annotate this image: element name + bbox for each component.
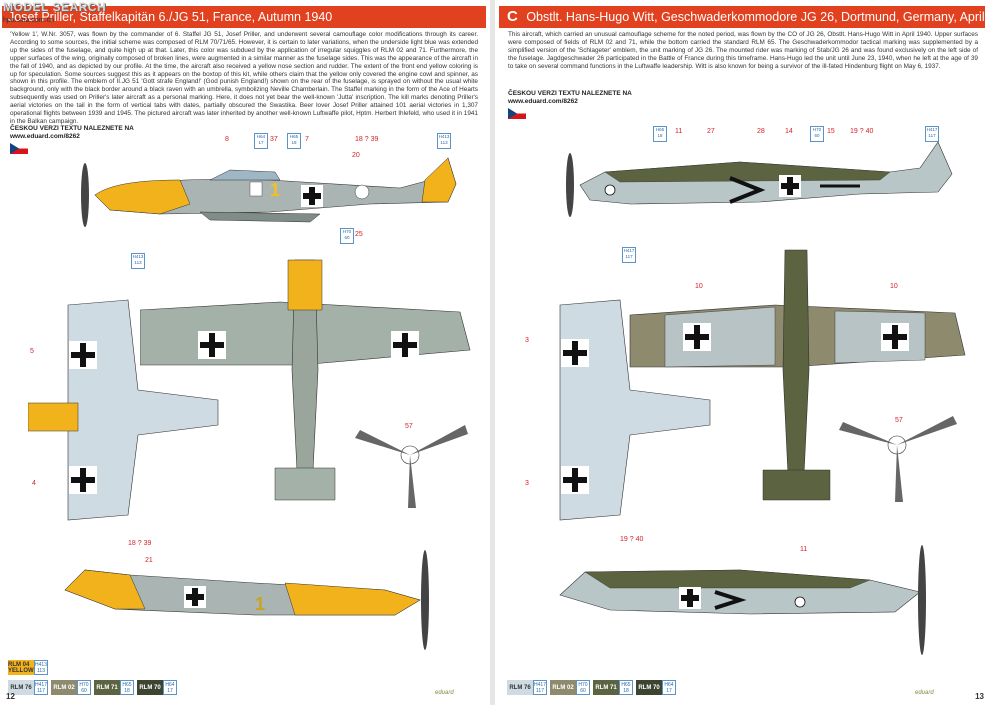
callout-3-top: 3 bbox=[525, 337, 529, 344]
right-page: C Obstlt. Hans-Hugo Witt, Geschwaderkomm… bbox=[495, 0, 990, 705]
left-side-profile: 1 bbox=[81, 157, 457, 227]
left-description: 'Yellow 1', W.Nr. 3057, was flown by the… bbox=[10, 31, 478, 125]
right-side-profile bbox=[566, 141, 953, 217]
right-side-profile-2 bbox=[559, 545, 926, 655]
left-page-number: 12 bbox=[6, 692, 15, 701]
eduard-logo: eduard bbox=[915, 690, 934, 696]
callout-10-left: 10 bbox=[695, 283, 703, 290]
callout-14: 14 bbox=[785, 128, 793, 135]
left-propeller-view bbox=[355, 425, 468, 508]
page-gutter bbox=[490, 0, 495, 705]
right-page-number: 13 bbox=[975, 692, 984, 701]
czech-text-line: ČESKOU VERZI TEXTU NALEZNETE NA bbox=[508, 90, 632, 97]
right-top-view bbox=[629, 249, 966, 501]
right-underside-view bbox=[559, 299, 711, 521]
left-profile-title: Josef Priller, Staffelkapitän 6./JG 51, … bbox=[8, 10, 333, 24]
callout-57: 57 bbox=[405, 423, 413, 430]
callout-57-right: 57 bbox=[895, 417, 903, 424]
watermark-brand: MODEL SEARCH bbox=[3, 0, 107, 14]
eduard-logo: eduard bbox=[435, 690, 454, 696]
callout-20: 20 bbox=[352, 152, 360, 159]
right-czech-link[interactable]: ČESKOU VERZI TEXTU NALEZNETE NA www.edua… bbox=[508, 90, 632, 106]
callout-5: 5 bbox=[30, 348, 34, 355]
callout-8: 8 bbox=[225, 136, 229, 143]
watermark-site: hpa.sina.com.cn bbox=[3, 17, 54, 24]
callout-18-39: 18 ? 39 bbox=[355, 136, 379, 143]
czech-text-line: ČESKOU VERZI TEXTU NALEZNETE NA bbox=[10, 125, 134, 132]
callout-7: 7 bbox=[305, 136, 309, 143]
callout-21: 21 bbox=[145, 557, 153, 564]
callout-25: 25 bbox=[355, 231, 363, 238]
left-top-view bbox=[140, 259, 471, 501]
callout-10-right: 10 bbox=[890, 283, 898, 290]
czech-flag-icon bbox=[508, 108, 526, 119]
svg-text:1: 1 bbox=[255, 594, 265, 614]
callout-18-39-lower: 18 ? 39 bbox=[128, 540, 152, 547]
left-side-profile-2: 1 bbox=[64, 550, 429, 650]
right-propeller-view bbox=[839, 416, 957, 502]
callout-37: 37 bbox=[270, 136, 278, 143]
callout-4: 4 bbox=[32, 480, 36, 487]
czech-flag-icon bbox=[10, 143, 28, 154]
left-underside-view bbox=[28, 299, 219, 521]
callout-19-40: 19 ? 40 bbox=[850, 128, 874, 135]
callout-19-40-lower: 19 ? 40 bbox=[620, 536, 644, 543]
czech-url: www.eduard.com/8262 bbox=[10, 133, 80, 140]
right-description: This aircraft, which carried an unusual … bbox=[508, 31, 978, 70]
left-page: Josef Priller, Staffelkapitän 6./JG 51, … bbox=[0, 0, 490, 705]
callout-15: 15 bbox=[827, 128, 835, 135]
left-page-header: Josef Priller, Staffelkapitän 6./JG 51, … bbox=[2, 6, 486, 28]
czech-url: www.eduard.com/8262 bbox=[508, 98, 578, 105]
callout-11-lower: 11 bbox=[800, 546, 808, 553]
right-page-header: C Obstlt. Hans-Hugo Witt, Geschwaderkomm… bbox=[499, 6, 985, 28]
callout-11: 11 bbox=[675, 128, 683, 135]
left-czech-link[interactable]: ČESKOU VERZI TEXTU NALEZNETE NA www.edua… bbox=[10, 125, 134, 141]
callout-27: 27 bbox=[707, 128, 715, 135]
callout-28: 28 bbox=[757, 128, 765, 135]
svg-text:1: 1 bbox=[270, 180, 280, 200]
callout-3-bottom: 3 bbox=[525, 480, 529, 487]
profile-letter: C bbox=[507, 8, 518, 25]
right-profile-title: Obstlt. Hans-Hugo Witt, Geschwaderkommod… bbox=[526, 10, 985, 24]
